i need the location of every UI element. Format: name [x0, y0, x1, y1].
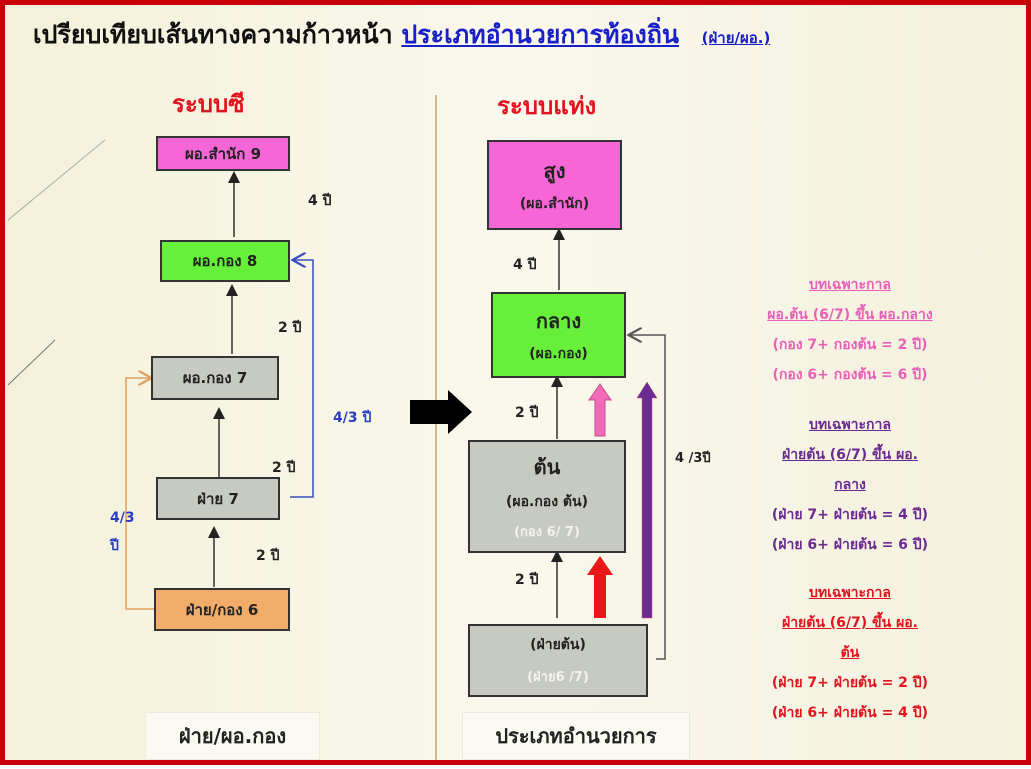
- red-arrow-icon: [587, 556, 613, 618]
- left-heading: ระบบซี: [172, 90, 245, 118]
- box-title: ต้น: [533, 455, 561, 479]
- decor-line: [7, 139, 106, 221]
- duration-label: 4 ปี: [513, 257, 537, 273]
- box-base: (ฝ่ายต้น) (ฝ่าย6 /7): [468, 624, 648, 697]
- slide-title: เปรียบเทียบเส้นทางความก้าวหน้า ประเภทอำน…: [33, 15, 770, 55]
- orange-connector: [125, 378, 155, 610]
- note-line: ฝ่ายต้น (6/7) ขึ้น ผอ.: [781, 447, 918, 463]
- note-line: ฝ่ายต้น (6/7) ขึ้น ผอ.: [781, 615, 918, 631]
- note-line: ผอ.ต้น (6/7) ขึ้น ผอ.กลาง: [767, 307, 933, 323]
- note-line: (ฝ่าย 7+ ฝ่ายต้น = 4 ปี): [771, 507, 929, 523]
- orange-duration-unit: ปี: [110, 538, 119, 554]
- box-title: กลาง: [535, 309, 582, 333]
- box-high: สูง (ผอ.สำนัก): [487, 140, 622, 230]
- note-line: ต้น: [840, 645, 860, 661]
- title-suffix: (ฝ่าย/ผอ.): [701, 29, 771, 47]
- box-note: (ฝ่าย6 /7): [527, 670, 589, 685]
- note-line: กลาง: [834, 477, 866, 493]
- box-title: (ฝ่ายต้น): [530, 637, 586, 653]
- box-title: สูง: [543, 159, 566, 183]
- note-line: (กอง 7+ กองต้น = 2 ปี): [772, 337, 928, 353]
- note-2: บทเฉพาะกาล ฝ่ายต้น (6/7) ขึ้น ผอ. กลาง (…: [735, 410, 965, 560]
- decor-line: [7, 339, 56, 386]
- note-heading: บทเฉพาะกาล: [809, 417, 891, 433]
- box-director-division-7: ผอ.กอง 7: [151, 356, 279, 400]
- box-note: (กอง 6/ 7): [514, 525, 580, 540]
- right-footer-label: ประเภทอำนวยการ: [462, 712, 690, 760]
- box-director-office-9: ผอ.สำนัก 9: [156, 136, 290, 171]
- pink-arrow-icon: [588, 383, 612, 437]
- duration-label: 2 ปี: [256, 548, 280, 564]
- side-duration-label: 4 /3ปี: [675, 451, 711, 466]
- box-section-division-6: ฝ่าย/กอง 6: [154, 588, 290, 631]
- blue-duration-label: 4/3 ปี: [333, 410, 372, 426]
- duration-label: 2 ปี: [278, 320, 302, 336]
- title-main: เปรียบเทียบเส้นทางความก้าวหน้า: [33, 20, 393, 49]
- duration-label: 2 ปี: [515, 405, 539, 421]
- box-sub: (ผอ.กอง): [529, 346, 588, 362]
- duration-label: 2 ปี: [272, 460, 296, 476]
- left-footer-label: ฝ่าย/ผอ.กอง: [145, 712, 320, 760]
- note-line: (ฝ่าย 6+ ฝ่ายต้น = 6 ปี): [771, 537, 929, 553]
- note-heading: บทเฉพาะกาล: [809, 585, 891, 601]
- note-3: บทเฉพาะกาล ฝ่ายต้น (6/7) ขึ้น ผอ. ต้น (ฝ…: [735, 578, 965, 728]
- purple-arrow-icon: [636, 381, 658, 619]
- box-low: ต้น (ผอ.กอง ต้น) (กอง 6/ 7): [468, 440, 626, 553]
- note-heading: บทเฉพาะกาล: [809, 277, 891, 293]
- gray-connector: [630, 335, 666, 660]
- duration-label: 4 ปี: [308, 193, 332, 209]
- box-section-7: ฝ่าย 7: [156, 477, 280, 520]
- note-1: บทเฉพาะกาล ผอ.ต้น (6/7) ขึ้น ผอ.กลาง (กอ…: [735, 270, 965, 390]
- note-line: (ฝ่าย 7+ ฝ่ายต้น = 2 ปี): [771, 675, 929, 691]
- blue-connector: [290, 260, 314, 498]
- title-link[interactable]: ประเภทอำนวยการท้องถิ่น: [401, 20, 679, 49]
- transition-arrow-icon: [410, 390, 472, 434]
- right-heading: ระบบแท่ง: [497, 92, 597, 120]
- orange-duration-label: 4/3: [110, 510, 135, 526]
- box-mid: กลาง (ผอ.กอง): [491, 292, 626, 378]
- box-director-division-8: ผอ.กอง 8: [160, 240, 290, 282]
- note-line: (กอง 6+ กองต้น = 6 ปี): [772, 367, 928, 383]
- box-sub: (ผอ.สำนัก): [519, 196, 590, 212]
- duration-label: 2 ปี: [515, 572, 539, 588]
- note-line: (ฝ่าย 6+ ฝ่ายต้น = 4 ปี): [771, 705, 929, 721]
- box-sub: (ผอ.กอง ต้น): [506, 494, 588, 510]
